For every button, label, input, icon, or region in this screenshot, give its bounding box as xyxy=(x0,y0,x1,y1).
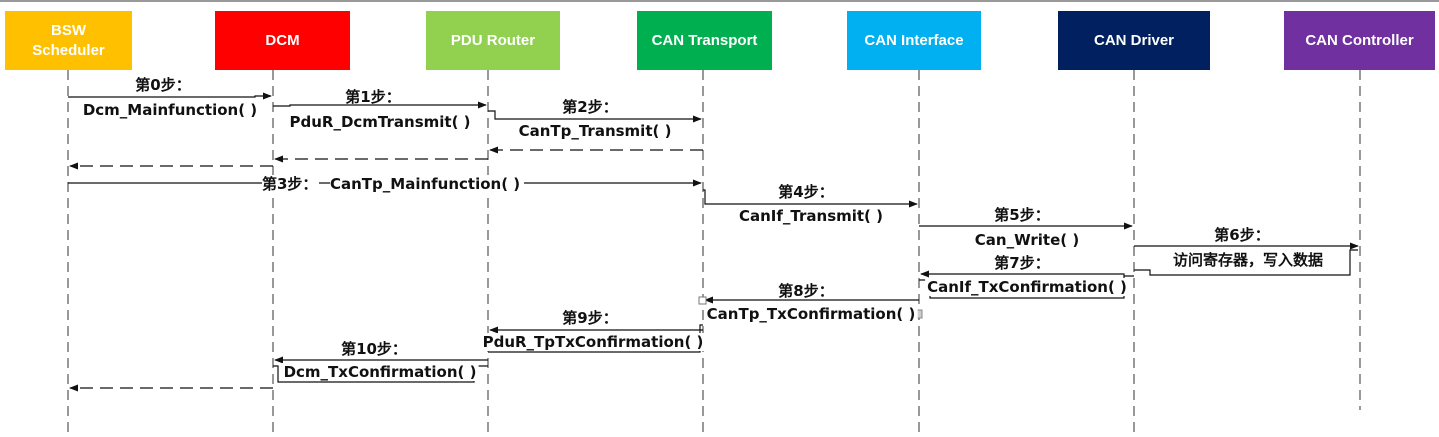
step5-label: 第5步： xyxy=(994,206,1050,224)
step0-call: Dcm_Mainfunction( ) xyxy=(82,101,258,119)
step2-label: 第2步： xyxy=(562,98,618,116)
participant-pdu-router: PDU Router xyxy=(426,11,560,70)
participant-can-interface: CAN Interface xyxy=(847,11,981,70)
step5-call: Can_Write( ) xyxy=(974,231,1080,249)
step10-label: 第10步： xyxy=(341,340,407,358)
step10-call: Dcm_TxConfirmation( ) xyxy=(281,363,479,381)
step8-label: 第8步： xyxy=(778,282,834,300)
msg-step6-bracket xyxy=(1134,249,1358,276)
step4-label: 第4步： xyxy=(778,183,834,201)
step4-call: CanIf_Transmit( ) xyxy=(738,207,884,225)
step2-call: CanTp_Transmit( ) xyxy=(518,122,672,140)
connector-marker-cantp xyxy=(698,296,707,305)
step6-call: 访问寄存器，写入数据 xyxy=(1170,251,1326,269)
msg-step1-arrow xyxy=(273,101,487,109)
step9-label: 第9步： xyxy=(562,309,618,327)
step1-label: 第1步： xyxy=(345,88,401,106)
step6-label: 第6步： xyxy=(1214,226,1270,244)
step3-call: CanTp_Mainfunction( ) xyxy=(330,175,525,193)
participant-dcm: DCM xyxy=(215,11,350,70)
participant-can-controller: CAN Controller xyxy=(1284,11,1435,70)
step9-call: PduR_TpTxConfirmation( ) xyxy=(480,333,706,351)
participant-can-transport: CAN Transport xyxy=(637,11,772,70)
step0-label: 第0步： xyxy=(135,76,191,94)
msg-step7-arrow xyxy=(920,270,1134,278)
step8-call: CanTp_TxConfirmation( ) xyxy=(704,305,918,323)
step7-label: 第7步： xyxy=(994,254,1050,272)
participant-can-driver: CAN Driver xyxy=(1058,11,1210,70)
step7-call: CanIf_TxConfirmation( ) xyxy=(925,278,1129,296)
msg-step0-arrow xyxy=(68,92,272,100)
step1-call: PduR_DcmTransmit( ) xyxy=(289,113,471,131)
msg-step4-arrow xyxy=(703,189,918,208)
msg-step2-arrow xyxy=(488,110,702,123)
step3-label: 第3步： xyxy=(262,175,320,193)
participant-bsw-scheduler: BSW Scheduler xyxy=(5,11,132,70)
